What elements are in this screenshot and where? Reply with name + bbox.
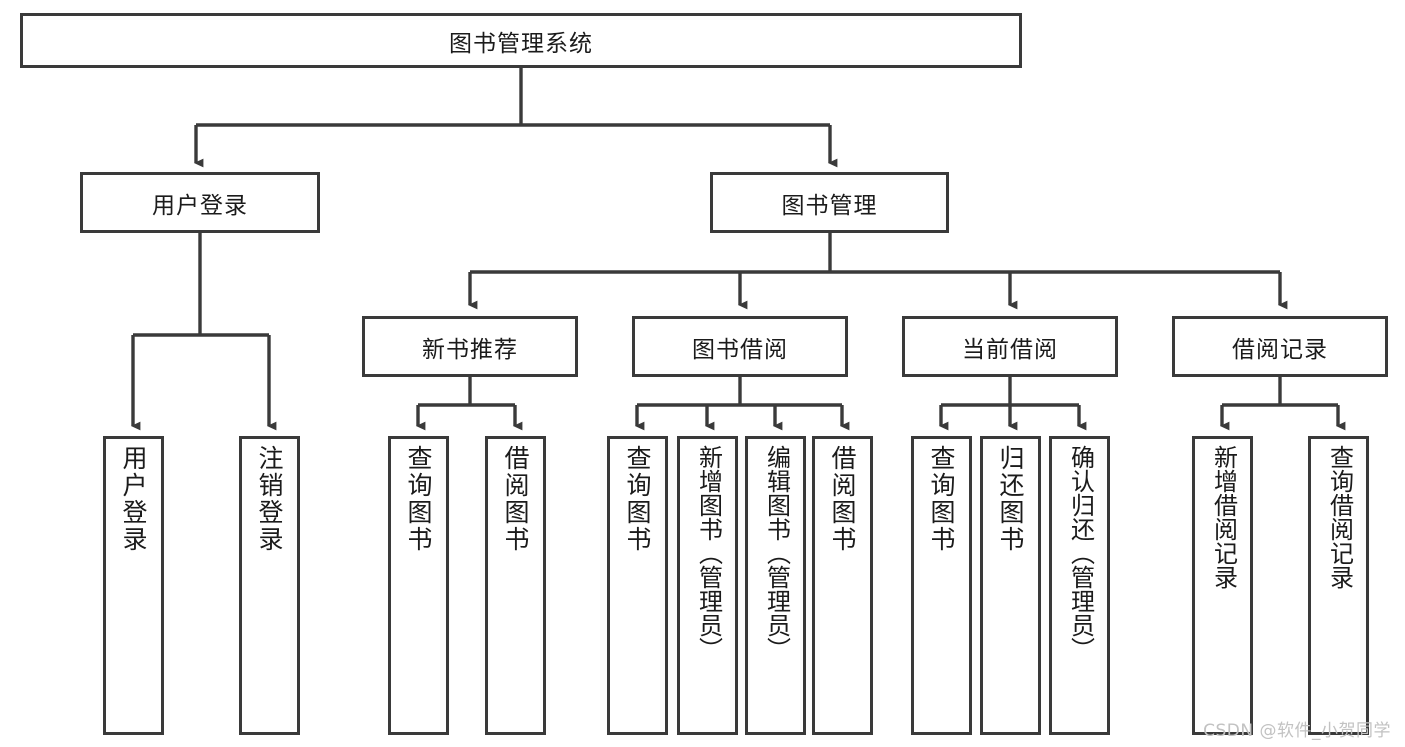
node-label: 查询图书 — [623, 445, 652, 553]
leaf-query-borrow-record[interactable]: 查询借阅记录 — [1308, 436, 1369, 735]
node-label: 用户登录 — [119, 445, 148, 553]
leaf-borrow-books[interactable]: 借阅图书 — [812, 436, 873, 735]
node-label: 图书管理 — [781, 192, 878, 219]
node-label: 查询借阅记录 — [1325, 445, 1354, 589]
node-label: 借阅图书 — [501, 445, 530, 553]
node-current-borrow[interactable]: 当前借阅 — [902, 316, 1118, 377]
node-label: 查询图书 — [404, 445, 433, 553]
leaf-edit-book-admin[interactable]: 编辑图书（管理员） — [745, 436, 806, 735]
leaf-query-books-borrow[interactable]: 查询图书 — [607, 436, 668, 735]
node-label: 编辑图书（管理员） — [762, 445, 791, 661]
leaf-borrow-books-recommend[interactable]: 借阅图书 — [485, 436, 546, 735]
leaf-user-login[interactable]: 用户登录 — [103, 436, 164, 735]
node-root-system[interactable]: 图书管理系统 — [20, 13, 1022, 68]
leaf-add-borrow-record[interactable]: 新增借阅记录 — [1192, 436, 1253, 735]
node-book-management[interactable]: 图书管理 — [710, 172, 949, 233]
leaf-user-logout[interactable]: 注销登录 — [239, 436, 300, 735]
node-label: 图书借阅 — [692, 336, 788, 363]
leaf-confirm-return-admin[interactable]: 确认归还（管理员） — [1049, 436, 1110, 735]
leaf-query-books-current[interactable]: 查询图书 — [911, 436, 972, 735]
node-label: 图书管理系统 — [449, 30, 593, 57]
leaf-return-books[interactable]: 归还图书 — [980, 436, 1041, 735]
node-label: 借阅图书 — [828, 445, 857, 553]
node-user-login[interactable]: 用户登录 — [80, 172, 320, 233]
node-label: 借阅记录 — [1232, 336, 1328, 363]
node-label: 用户登录 — [152, 192, 248, 219]
node-label: 归还图书 — [996, 445, 1025, 553]
node-label: 注销登录 — [255, 445, 284, 553]
node-label: 当前借阅 — [962, 336, 1058, 363]
node-label: 新增借阅记录 — [1209, 445, 1238, 589]
leaf-query-books-recommend[interactable]: 查询图书 — [388, 436, 449, 735]
leaf-add-book-admin[interactable]: 新增图书（管理员） — [677, 436, 738, 735]
node-borrow-record[interactable]: 借阅记录 — [1172, 316, 1388, 377]
node-new-book-recommend[interactable]: 新书推荐 — [362, 316, 578, 377]
node-label: 查询图书 — [927, 445, 956, 553]
node-label: 新增图书（管理员） — [694, 445, 723, 661]
node-label: 新书推荐 — [422, 336, 518, 363]
node-book-borrow[interactable]: 图书借阅 — [632, 316, 848, 377]
node-label: 确认归还（管理员） — [1066, 445, 1095, 661]
csdn-watermark: CSDN @软件_小贺同学 — [1203, 721, 1391, 741]
